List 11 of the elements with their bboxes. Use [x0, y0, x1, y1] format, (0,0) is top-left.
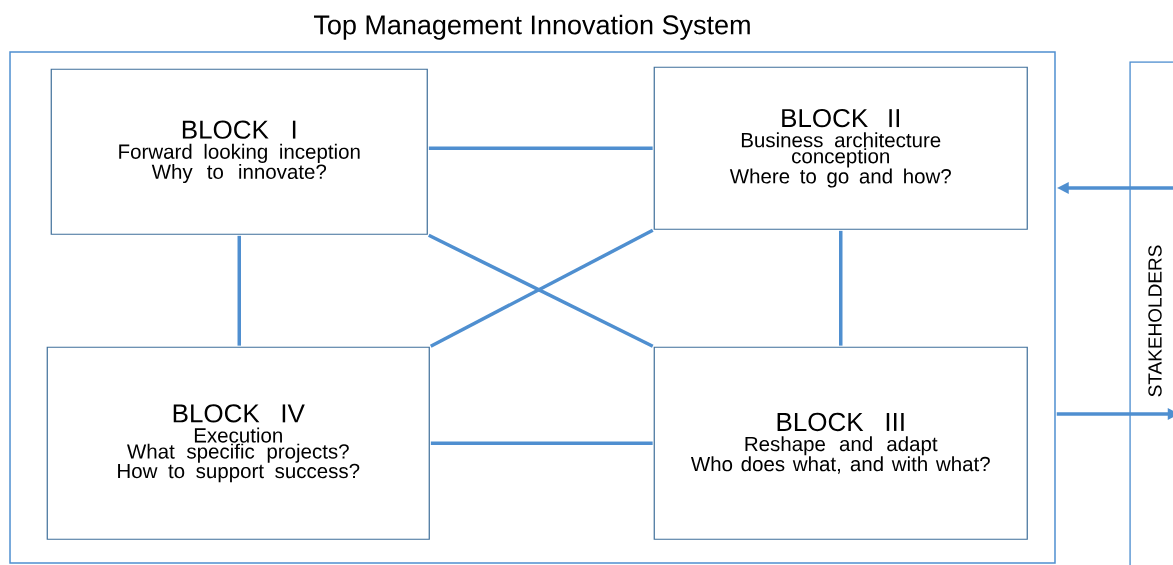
block-box: BLOCK II Business architecture conception Where to go and how?: [653, 66, 1028, 230]
stakeholders-box: STAKEHOLDERS: [1129, 61, 1173, 565]
title: Top Management Innovation System: [314, 14, 750, 40]
arrow: [1056, 408, 1173, 420]
connector-line: [428, 146, 653, 150]
connector-line: [430, 441, 653, 445]
connector-line: [237, 235, 241, 346]
block-box: BLOCK III Reshape and adapt Who does what, and with what?: [653, 346, 1028, 540]
block-box: BLOCK IV Execution What specific projects? How to support success?: [46, 346, 430, 540]
block-box: BLOCK I Forward looking inception Why to innovate?: [50, 68, 428, 235]
connector-line: [839, 230, 843, 346]
